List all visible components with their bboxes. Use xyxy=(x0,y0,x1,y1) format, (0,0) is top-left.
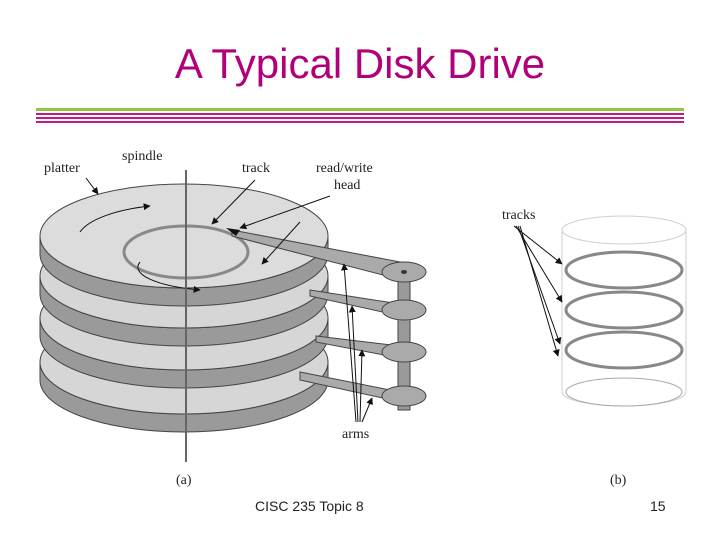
page-number: 15 xyxy=(650,498,666,514)
title-rule-magenta-2 xyxy=(36,117,684,119)
label-track: track xyxy=(242,161,270,176)
label-arms: arms xyxy=(342,427,369,442)
title-rule-green xyxy=(36,108,684,111)
label-platter: platter xyxy=(44,161,80,176)
track-ring-1 xyxy=(564,250,684,290)
slide-title: A Typical Disk Drive xyxy=(174,40,546,87)
label-part-a: (a) xyxy=(176,473,192,488)
label-part-b: (b) xyxy=(610,473,627,488)
track-ring-3 xyxy=(564,330,684,370)
label-head: head xyxy=(334,178,360,193)
read-write-head xyxy=(226,228,240,236)
platter-1 xyxy=(39,183,329,307)
track-ring-2 xyxy=(564,290,684,330)
platter-stack xyxy=(39,183,329,433)
arms xyxy=(231,229,427,407)
label-tracks: tracks xyxy=(502,208,535,223)
cylinder xyxy=(561,215,687,407)
label-read-write: read/write xyxy=(316,161,373,176)
track-ring-4 xyxy=(565,377,683,407)
footer-course: CISC 235 Topic 8 xyxy=(255,498,364,514)
label-spindle: spindle xyxy=(122,149,162,164)
title-rule-magenta-1 xyxy=(36,113,684,115)
title-rule-magenta-3 xyxy=(36,121,684,123)
